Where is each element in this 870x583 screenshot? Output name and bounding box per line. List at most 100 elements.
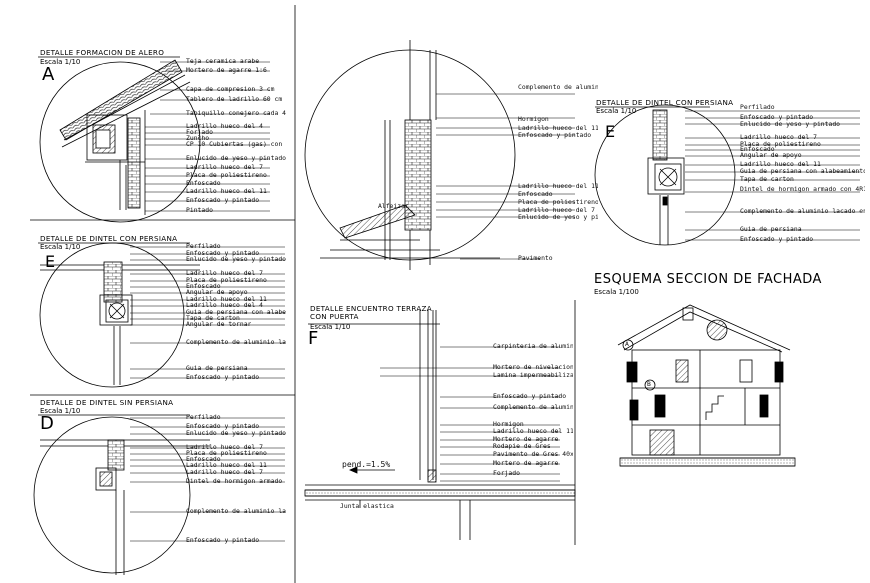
callout-label: Enlucido de yeso y pintado [740,121,841,128]
facade-marker-b: B [647,380,651,388]
detail-d-dintel [33,414,285,575]
detail-f-title: DETALLE ENCUENTRO TERRAZA CON PUERTA [310,304,432,321]
callout-label: Mortero de agarre [493,436,559,443]
facade-section-scale: Escala 1/100 [594,288,639,296]
callout-label: Zuncho [186,135,210,142]
callout-label: Enlucido de yeso y pintado [518,214,598,221]
detail-e-left-title: DETALLE DE DINTEL CON PERSIANA [40,234,178,243]
callout-label: Perfilado [186,243,221,250]
callout-label: Tablero de ladrillo 60 cm [186,96,283,103]
callout-label: Rodapie de Gres [493,443,551,450]
callout-label: Ladrillo hueco del 7 [740,134,817,141]
callout-label: Ladrillo hueco del 7 [186,469,263,476]
callout-label: Angular de tornar [186,321,252,328]
callout-label: Forjado [186,129,213,136]
callout-label: Ladrillo hueco del 7 [186,444,263,451]
callout-label: Ladrillo hueco del 11 [186,462,267,469]
callout-label: Mortero de agarre 1:6 [186,67,267,74]
callout-label: Ladrillo hueco del 11 [493,428,573,435]
callout-label: Angular de apoyo [740,152,802,159]
callout-label: Forjado [493,470,520,477]
callout-label: Lamina impermeabilizante [493,372,573,379]
callout-label: Placa de poliestireno [186,172,267,179]
callout-label: Placa de poliestireno [186,277,267,284]
callout-label: Carpinteria de aluminio lacado en blanco [493,343,573,350]
callout-label: Ladrillo hueco del 4 [186,123,263,130]
detail-d-scale: Escala 1/10 [40,407,81,415]
callout-label: Ladrillo hueco del 11 [186,296,267,303]
detail-d-letter: D [40,413,54,434]
callout-label: Guia de persiana con alabeamiento [186,309,286,316]
callout-label: Enlucido de yeso y pintado [186,155,286,162]
callout-label: Enfoscado y pintado [740,236,814,243]
callout-label: Enfoscado y pintado [186,374,260,381]
sheet-separators [30,5,296,583]
detail-e-left-letter: E [45,252,56,271]
callout-label: Perfilado [740,104,775,111]
callout-label: Placa de poliestireno [186,450,267,457]
callout-label: Tabiquillo conejero cada 40 cm [186,110,286,117]
detail-e-right-dintel [594,104,860,246]
callout-label: Tapa de carton [740,176,794,183]
callout-label: Ladrillo hueco del 4 [186,302,263,309]
callout-label: Pavimento de Gres 40x40 [493,451,573,458]
callout-label: Complemento de aluminio lacado en blanco… [740,208,865,215]
callout-label: Teja ceramica arabe [186,58,260,65]
callout-label: Angular de apoyo [186,289,248,296]
callout-label: Ladrillo hueco del 7 [186,164,263,171]
detail-f-letter: F [308,328,319,349]
detail-a-alero [38,56,270,223]
callout-label: Enfoscado y pintado [186,250,260,257]
callout-label: Enfoscado [740,146,775,153]
detail-b-wall [304,40,575,270]
callout-label: Capa de compresion 3 cm [186,86,275,93]
detail-a-scale: Escala 1/10 [40,58,81,66]
callout-label: Complemento de aluminio lacado en blanco… [493,404,573,411]
callout-label: Ladrillo hueco del 11 [186,188,267,195]
callout-label: Complemento de aluminio lacado en blanco… [518,84,598,91]
detail-f-terraza [304,300,576,545]
callout-label: Perfilado [186,414,221,421]
callout-label: Enfoscado [186,180,221,187]
detail-e-left-scale: Escala 1/10 [40,243,81,251]
callout-label: Ladrillo hueco del 7 [518,207,595,214]
callout-label: Dintel de hormigon armado con 4R10 y est… [186,478,286,485]
detail-e-right-title: DETALLE DE DINTEL CON PERSIANA [596,98,734,107]
callout-label: Mortero de nivelacion 5cm [493,364,573,371]
detail-e-right-letter: E [605,122,616,141]
callout-label: Enfoscado y pintado [186,537,260,544]
callout-label: Hormigon [518,116,549,123]
callout-label: Complemento de aluminio lacado en blanco… [186,508,286,515]
callout-label: Pavimento [518,255,553,262]
callout-label: Ladrillo hueco del 7 [186,270,263,277]
callout-label: Complemento de aluminio lacado en blanco… [186,339,286,346]
detail-a-letter: A [42,64,55,85]
callout-label: Hormigon [493,421,524,428]
callout-label: Pintado [186,207,213,214]
callout-label: Ladrillo hueco del 11 [740,161,821,168]
callout-label: Enfoscado y pintado [186,423,260,430]
callout-label: Guia de persiana con alabeamiento [740,168,865,175]
callout-label: Placa de poliestireno [518,199,598,206]
callout-label: Enfoscado [186,456,221,463]
detail-d-title: DETALLE DE DINTEL SIN PERSIANA [40,398,174,407]
detail-a-title: DETALLE FORMACION DE ALERO [40,48,165,57]
callout-label: CP 10 Cubiertas (gas) con el cumbre [186,141,286,148]
callout-label: Ladrillo hueco del 11 [518,183,598,190]
callout-label: Enlucido de yeso y pintado [186,430,286,437]
detail-f-scale: Escala 1/10 [310,323,351,331]
callout-label: Enfoscado y pintado [740,114,814,121]
detail-e-left-dintel [38,242,285,388]
detail-e-right-scale: Escala 1/10 [596,107,637,115]
callout-label: Enfoscado [518,191,553,198]
callout-label: Enfoscado y pintado [518,132,592,139]
detail-b-tag: Alfeizar [378,202,409,210]
callout-label: Ladrillo hueco del 11 [518,125,598,132]
callout-label: Enfoscado y pintado [493,393,567,400]
detail-f-slope: pend.=1.5% [342,460,391,469]
callout-label: Enfoscado y pintado [186,197,260,204]
callout-label: Guia de persiana [186,365,248,372]
callout-label: Enfoscado [186,283,221,290]
callout-label: Placa de poliestireno [740,141,821,148]
